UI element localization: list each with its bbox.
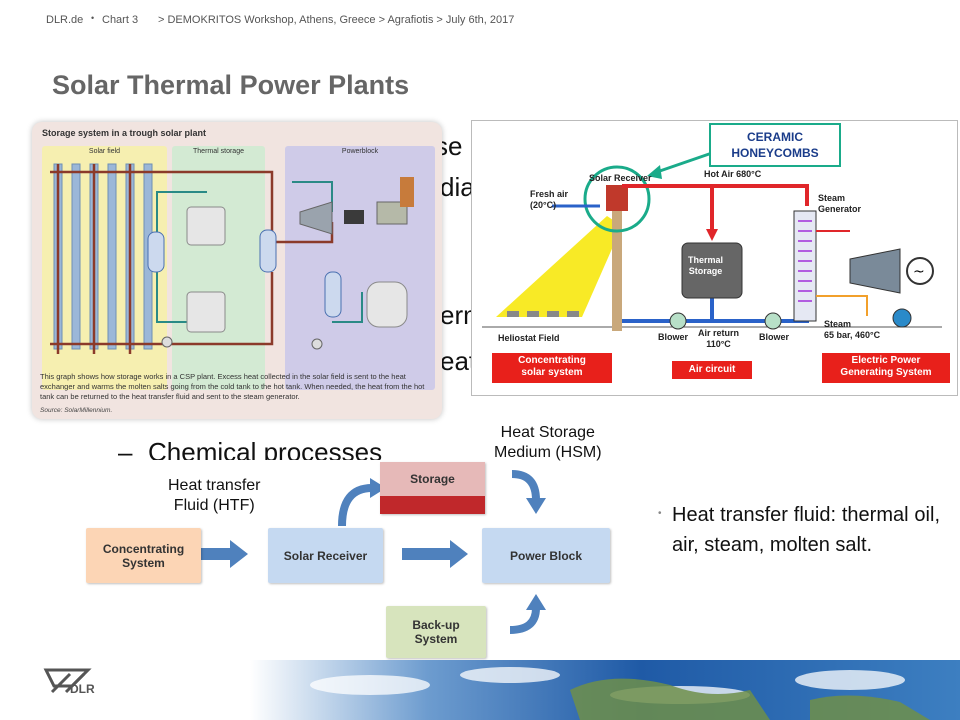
concentrating-solar-box: Concentrating solar system [492,353,612,383]
svg-text:~: ~ [913,264,925,280]
concentrating-system-block: Concentrating System [86,528,201,583]
steam-generator-label: Steam Generator [818,193,862,214]
list-dash: – [118,437,133,467]
hot-air-label: Hot Air 680°C [704,169,762,179]
trough-figure-source: Source: SolarMillennium. [40,407,113,414]
header-site: DLR.de [46,14,84,26]
earth-banner-image [250,660,960,720]
honeycomb-receiver-figure: ~ CERAMIC HONEYCOMBS Solar Receiver Fres… [471,120,958,396]
storage-label: Storage [380,462,485,496]
hsm-annotation: Heat Storage Medium (HSM) [494,424,602,461]
htf-annotation: Heat transfer Fluid (HTF) [168,477,261,514]
backup-system-block: Back-up System [386,606,486,658]
trough-figure-heading: Storage system in a trough solar plant [42,128,207,138]
bullet-fragment-2: dia [440,172,475,202]
trough-figure-caption: This graph shows how storage works in a … [40,372,425,401]
blower-label-1: Blower [658,332,689,342]
thermal-storage-label: Thermal Storage [688,255,724,276]
fresh-air-label: Fresh air (20°C) [530,189,569,210]
blower-label-2: Blower [759,332,790,342]
page-title: Solar Thermal Power Plants [52,70,410,100]
honeycomb-schematic: ~ [482,151,942,331]
heliostat-field-label: Heliostat Field [498,333,560,343]
header-bullet: • [91,13,95,23]
air-circuit-box: Air circuit [672,361,752,379]
electric-power-box: Electric Power Generating System [822,353,950,383]
storage-block: Storage [380,462,485,514]
heat-transfer-fluid-note: Heat transfer fluid: thermal oil, air, s… [672,504,940,556]
ceramic-honeycombs-callout: CERAMIC HONEYCOMBS [709,123,841,167]
steam-label: Steam 65 bar, 460°C [824,319,881,340]
panel-label: Powerblock [341,148,379,155]
power-block: Power Block [482,528,610,583]
trough-storage-figure: Storage system in a trough solar plant S… [32,122,442,419]
collector-array [53,163,153,350]
header-chart: Chart 3 [102,14,139,26]
bullet-fragment-4: eat [440,346,477,376]
solar-receiver-block: Solar Receiver [268,528,383,583]
callout-text: CERAMIC HONEYCOMBS [731,130,819,160]
dlr-logo-mark [43,668,92,694]
air-return-label: Air return 110°C [698,328,740,349]
panel-thermal-storage: Thermal storage [172,146,265,390]
dlr-logo-text: DLR [70,682,95,696]
dlr-logo: DLR [42,662,102,715]
heat-exchangers [147,229,342,318]
solar-receiver-label: Solar Receiver [589,173,652,183]
header-breadcrumb: > DEMOKRITOS Workshop, Athens, Greece > … [158,14,515,26]
panel-label: Thermal storage [193,148,244,155]
storage-hot-layer [380,496,485,514]
panel-label: Solar field [88,148,121,155]
trough-schematic [50,163,414,354]
note-bullet: • [658,508,662,519]
